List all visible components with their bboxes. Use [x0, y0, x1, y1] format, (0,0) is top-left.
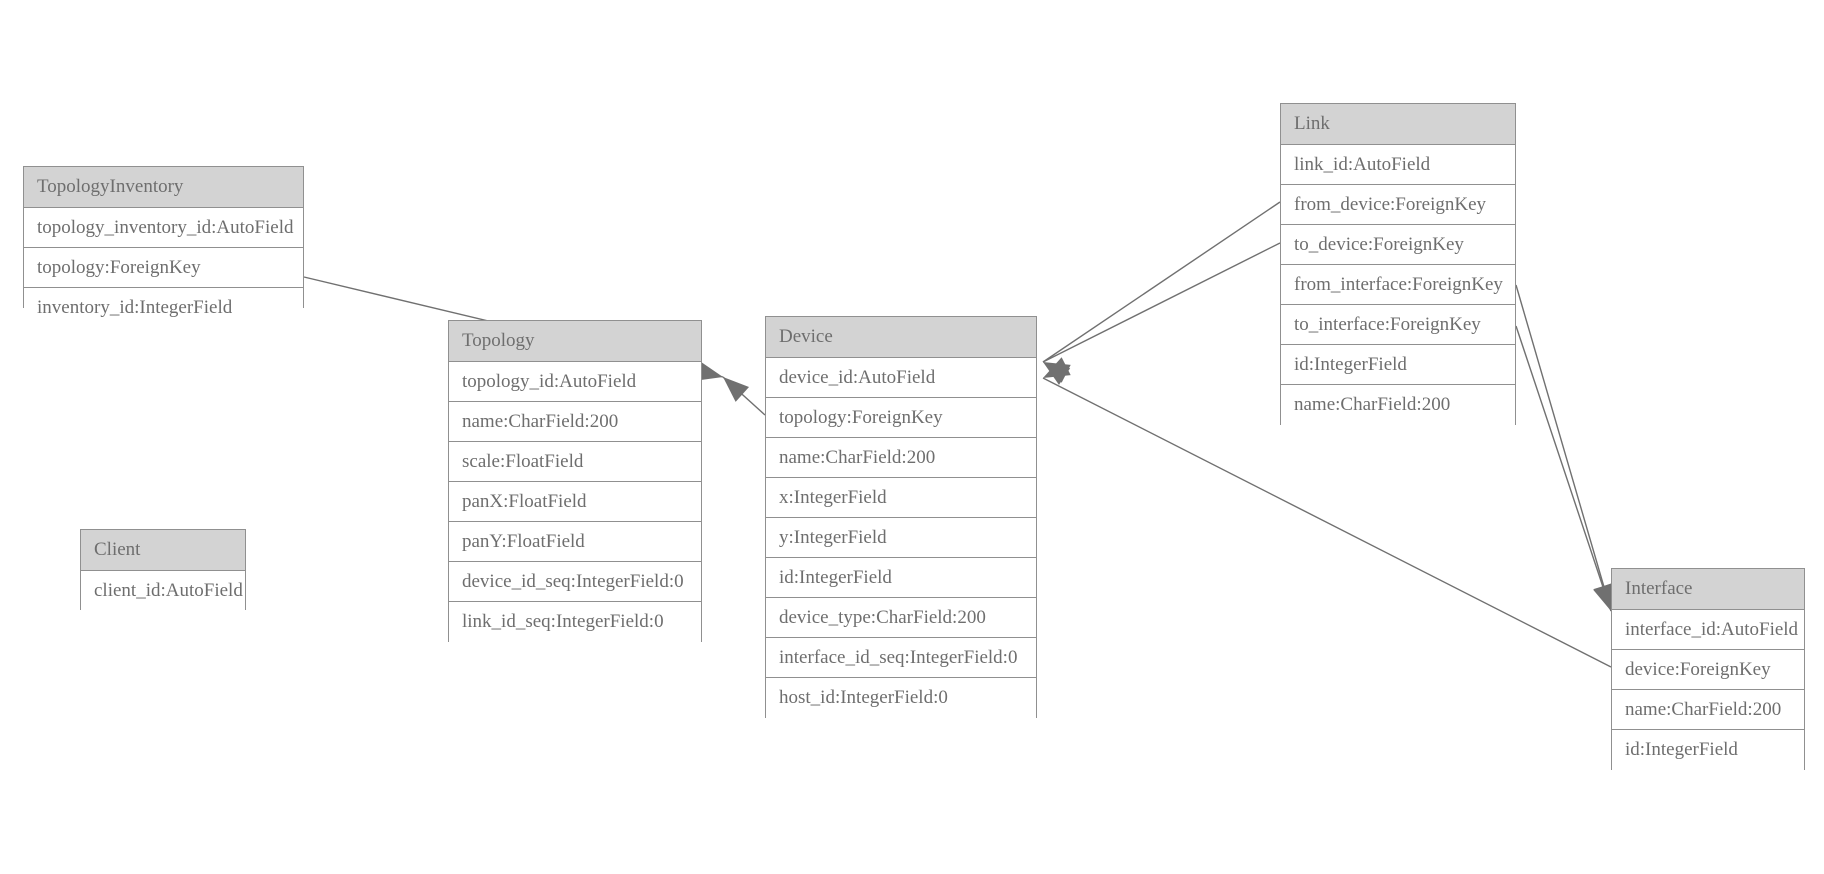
relationship-line-rel-link-from-interface	[1515, 284, 1612, 612]
attribute-row: link_id:AutoField	[1281, 145, 1515, 185]
attribute-row: to_device:ForeignKey	[1281, 225, 1515, 265]
entity-title-topologyinventory: TopologyInventory	[24, 167, 303, 208]
attribute-row: device:ForeignKey	[1612, 650, 1804, 690]
entity-title-topology: Topology	[449, 321, 701, 362]
entity-title-link: Link	[1281, 104, 1515, 145]
attribute-row: device_id:AutoField	[766, 358, 1036, 398]
attribute-row: y:IntegerField	[766, 518, 1036, 558]
attribute-row: to_interface:ForeignKey	[1281, 305, 1515, 345]
attribute-row: topology_inventory_id:AutoField	[24, 208, 303, 248]
attribute-row: client_id:AutoField	[81, 571, 245, 611]
relationship-line-rel-link-to-interface	[1515, 325, 1612, 612]
entity-title-device: Device	[766, 317, 1036, 358]
attribute-row: id:IntegerField	[766, 558, 1036, 598]
attribute-row: name:CharField:200	[766, 438, 1036, 478]
relationship-line-rel-device-topology	[722, 376, 766, 416]
attribute-row: inventory_id:IntegerField	[24, 288, 303, 328]
attribute-row: panY:FloatField	[449, 522, 701, 562]
attribute-row: link_id_seq:IntegerField:0	[449, 602, 701, 642]
attribute-row: interface_id:AutoField	[1612, 610, 1804, 650]
attribute-row: panX:FloatField	[449, 482, 701, 522]
attribute-row: device_id_seq:IntegerField:0	[449, 562, 701, 602]
relationship-line-rel-link-from-device	[1042, 201, 1281, 363]
attribute-row: device_type:CharField:200	[766, 598, 1036, 638]
attribute-row: topology_id:AutoField	[449, 362, 701, 402]
attribute-row: topology:ForeignKey	[766, 398, 1036, 438]
attribute-row: scale:FloatField	[449, 442, 701, 482]
attribute-row: host_id:IntegerField:0	[766, 678, 1036, 718]
relationship-arrowhead-rel-interface-device	[1043, 357, 1071, 378]
relationship-arrowhead-rel-device-topology	[723, 377, 750, 402]
attribute-row: name:CharField:200	[1612, 690, 1804, 730]
attribute-row: topology:ForeignKey	[24, 248, 303, 288]
attribute-list-client: client_id:AutoField	[81, 571, 245, 611]
attribute-row: x:IntegerField	[766, 478, 1036, 518]
attribute-row: from_device:ForeignKey	[1281, 185, 1515, 225]
relationship-arrowhead-rel-link-from-device	[1043, 362, 1071, 385]
entity-title-client: Client	[81, 530, 245, 571]
relationship-line-rel-link-to-device	[1042, 242, 1281, 363]
attribute-row: id:IntegerField	[1612, 730, 1804, 770]
attribute-row: name:CharField:200	[1281, 385, 1515, 425]
entity-title-interface: Interface	[1612, 569, 1804, 610]
attribute-row: from_interface:ForeignKey	[1281, 265, 1515, 305]
attribute-row: id:IntegerField	[1281, 345, 1515, 385]
attribute-row: name:CharField:200	[449, 402, 701, 442]
attribute-row: interface_id_seq:IntegerField:0	[766, 638, 1036, 678]
relationship-arrowhead-rel-link-to-device	[1043, 362, 1071, 383]
